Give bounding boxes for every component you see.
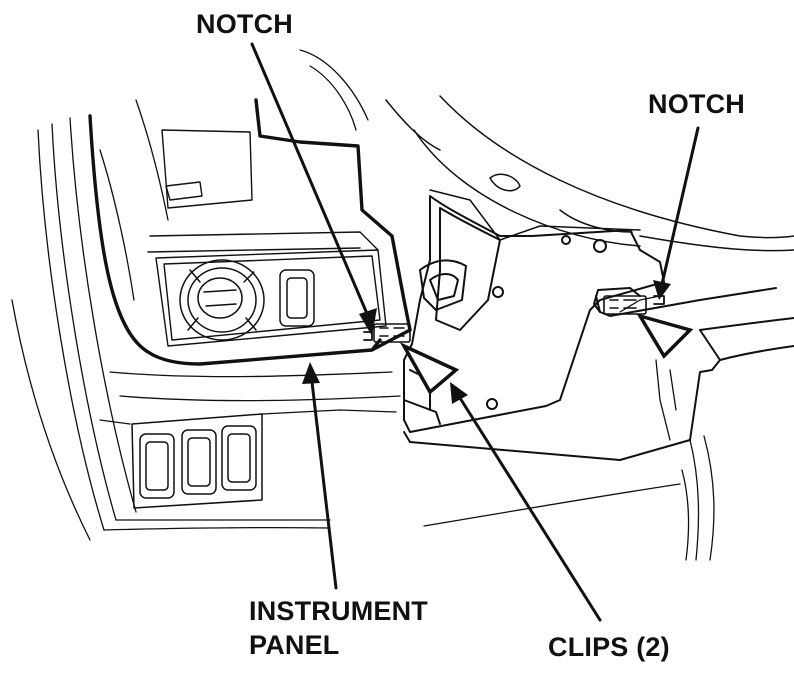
clip-marker-right xyxy=(636,313,694,359)
clip-marker-left xyxy=(399,342,460,395)
rotary-knob xyxy=(179,259,265,341)
upper-bezel xyxy=(147,129,379,253)
instrument-panel-outline xyxy=(88,98,412,366)
notch-left-label: NOTCH xyxy=(196,9,293,39)
notch-left-arrow xyxy=(250,42,377,336)
instrument-panel-label-line2: PANEL xyxy=(249,630,340,660)
right-clip xyxy=(603,295,647,315)
lower-dash-lines xyxy=(99,371,401,425)
notch-right-label: NOTCH xyxy=(648,89,745,119)
instrument-panel-arrow xyxy=(302,362,338,590)
clips-arrow xyxy=(450,382,602,622)
column-lower-cover xyxy=(403,195,665,433)
switch-button xyxy=(279,269,315,327)
switch-panel xyxy=(155,249,387,347)
notch-right-arrow xyxy=(653,126,700,300)
instrument-panel-label-line1: INSTRUMENT xyxy=(249,596,428,626)
lower-switch-bank xyxy=(131,413,263,509)
dashboard-outline xyxy=(11,49,369,541)
right-lower-panel xyxy=(403,287,794,461)
left-clip xyxy=(373,323,411,343)
right-side-trim xyxy=(423,295,715,561)
clips-label: CLIPS (2) xyxy=(548,632,670,662)
